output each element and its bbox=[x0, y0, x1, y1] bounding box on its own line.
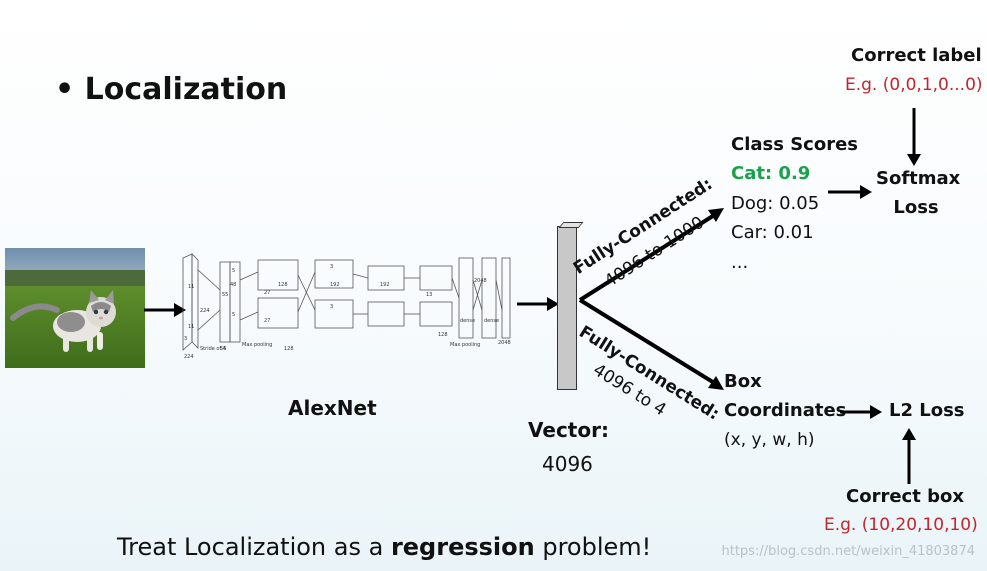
input-arrow bbox=[144, 303, 186, 317]
box-line2: Coordinates bbox=[724, 400, 847, 421]
fig-label: 3 bbox=[330, 264, 333, 270]
score-dog: Dog: 0.05 bbox=[731, 193, 820, 214]
fig-label: 224 bbox=[184, 354, 194, 360]
to-l2-arrow bbox=[840, 405, 882, 419]
fig-label: dense bbox=[484, 318, 499, 324]
kitten-illustration bbox=[5, 248, 145, 368]
score-ellipsis: ... bbox=[731, 252, 749, 273]
fig-label: 128 bbox=[284, 346, 294, 352]
kitten-image bbox=[5, 248, 145, 368]
fig-label: 13 bbox=[426, 292, 432, 298]
to-vector-arrow bbox=[517, 297, 559, 311]
vector-size: 4096 bbox=[542, 452, 593, 476]
to-softmax-arrow bbox=[828, 185, 872, 199]
alexnet-figure: 224 224 11 11 3 Stride of 4 55 55 48 5 5… bbox=[180, 250, 515, 365]
to-softmax-down-arrow bbox=[907, 108, 921, 166]
alexnet-architecture: 224 224 11 11 3 Stride of 4 55 55 48 5 5… bbox=[182, 253, 511, 360]
fig-label: 11 bbox=[188, 284, 194, 290]
correct-box-example: E.g. (10,20,10,10) bbox=[824, 515, 978, 535]
box-line3: (x, y, w, h) bbox=[724, 430, 815, 450]
fig-label: 55 bbox=[220, 346, 226, 352]
score-car: Car: 0.01 bbox=[731, 222, 814, 243]
fig-label: 5 bbox=[232, 268, 235, 274]
fig-label: Max pooling bbox=[242, 342, 272, 348]
fig-label: Max pooling bbox=[450, 342, 480, 348]
fig-label: 192 bbox=[330, 282, 340, 288]
fc-bottom-arrowhead bbox=[708, 376, 724, 390]
to-l2-up-arrow bbox=[902, 428, 916, 484]
fig-label: 128 bbox=[438, 332, 448, 338]
softmax-label: Softmax Loss bbox=[876, 168, 961, 218]
fig-label: dense bbox=[460, 318, 475, 324]
title-text: Localization bbox=[84, 72, 288, 107]
footer-before: Treat Localization as a bbox=[117, 533, 391, 561]
slide-title: • Localization bbox=[55, 72, 287, 107]
fig-label: 48 bbox=[230, 282, 236, 288]
fig-label: 3 bbox=[330, 304, 333, 310]
fig-label: 11 bbox=[188, 324, 194, 330]
fig-label: Stride of 4 bbox=[200, 346, 226, 352]
softmax-line2: Loss bbox=[893, 197, 939, 218]
score-cat: Cat: 0.9 bbox=[731, 163, 811, 184]
fig-label: 5 bbox=[232, 312, 235, 318]
fig-label: 224 bbox=[200, 308, 210, 314]
bullet: • bbox=[55, 72, 75, 107]
correct-label-example: E.g. (0,0,1,0...0) bbox=[845, 75, 983, 95]
fig-label: 3 bbox=[184, 336, 187, 342]
fig-label: 192 bbox=[380, 282, 390, 288]
l2-loss-label: L2 Loss bbox=[889, 400, 965, 421]
fig-label: 2048 bbox=[474, 278, 487, 284]
footer-text: Treat Localization as a regression probl… bbox=[117, 533, 651, 561]
footer-bold: regression bbox=[390, 533, 535, 561]
fig-label: 27 bbox=[264, 290, 270, 296]
vector-bar bbox=[557, 226, 577, 390]
fig-label: 128 bbox=[278, 282, 288, 288]
fc-top-arrowhead bbox=[708, 208, 724, 222]
fig-label: 27 bbox=[264, 318, 270, 324]
alexnet-label: AlexNet bbox=[288, 396, 377, 420]
fig-label: 2048 bbox=[498, 340, 511, 346]
softmax-line1: Softmax bbox=[876, 168, 961, 189]
class-scores-title: Class Scores bbox=[731, 134, 859, 155]
footer-after: problem! bbox=[534, 533, 652, 561]
fc-arrows bbox=[578, 208, 724, 390]
fig-label: 55 bbox=[222, 292, 228, 298]
watermark-text: https://blog.csdn.net/weixin_41803874 bbox=[721, 544, 975, 559]
box-line1: Box bbox=[724, 371, 762, 392]
correct-box-title: Correct box bbox=[846, 486, 964, 507]
vector-label: Vector: bbox=[528, 418, 609, 442]
correct-label-title: Correct label bbox=[851, 45, 982, 66]
